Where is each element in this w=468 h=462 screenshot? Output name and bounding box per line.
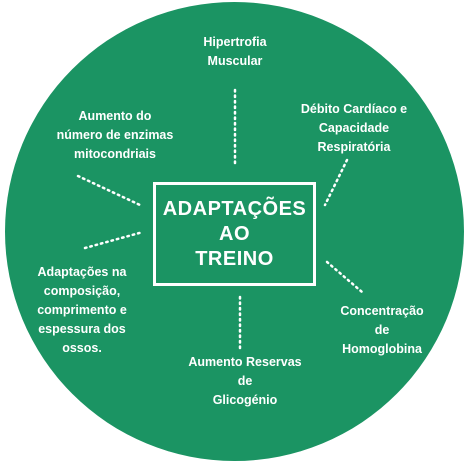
node-text-line: Glicogénio bbox=[212, 393, 278, 407]
node-debito: Débito Cardíaco e Capacidade Respiratóri… bbox=[284, 100, 424, 157]
node-enzimas: Aumento do número de enzimas mitocondria… bbox=[50, 107, 180, 164]
connector-hemoglobina bbox=[325, 260, 364, 294]
connector-composicao bbox=[83, 230, 145, 250]
node-composicao: Adaptações na composição, comprimento e … bbox=[22, 263, 142, 358]
node-text-line: de bbox=[237, 374, 253, 388]
center-title-line: ADAPTAÇÕES bbox=[162, 197, 307, 220]
node-text-line: Hipertrofia bbox=[203, 35, 267, 49]
center-title-line: TREINO bbox=[195, 247, 274, 270]
node-text-line: Respiratória bbox=[317, 140, 391, 154]
node-hipertrofia: Hipertrofia Muscular bbox=[165, 33, 305, 71]
node-text-line: ossos. bbox=[62, 341, 102, 355]
node-text-line: Homoglobina bbox=[342, 342, 422, 356]
diagram-circle bbox=[5, 2, 464, 461]
center-title-line: AO bbox=[219, 222, 250, 245]
node-text-line: comprimento e bbox=[37, 303, 127, 317]
connector-debito bbox=[323, 158, 349, 207]
center-node: ADAPTAÇÕES AO TREINO bbox=[153, 182, 316, 286]
node-hemoglobina: Concentração de Homoglobina bbox=[334, 302, 430, 359]
node-text-line: composição, bbox=[43, 284, 121, 298]
node-text-line: Capacidade bbox=[318, 121, 390, 135]
node-text-line: Muscular bbox=[207, 54, 263, 68]
node-text-line: número de enzimas bbox=[56, 128, 174, 142]
center-title: ADAPTAÇÕES AO TREINO bbox=[163, 197, 307, 272]
node-glicogenio: Aumento Reservas de Glicogénio bbox=[175, 353, 315, 410]
connector-enzimas bbox=[76, 174, 142, 207]
node-text-line: espessura dos bbox=[38, 322, 126, 336]
node-text-line: mitocondriais bbox=[74, 147, 156, 161]
node-text-line: Adaptações na bbox=[37, 265, 127, 279]
node-text-line: Aumento Reservas bbox=[188, 355, 302, 369]
node-text-line: Concentração bbox=[340, 304, 424, 318]
node-text-line: Aumento do bbox=[78, 109, 152, 123]
node-text-line: de bbox=[374, 323, 390, 337]
node-text-line: Débito Cardíaco e bbox=[300, 102, 408, 116]
